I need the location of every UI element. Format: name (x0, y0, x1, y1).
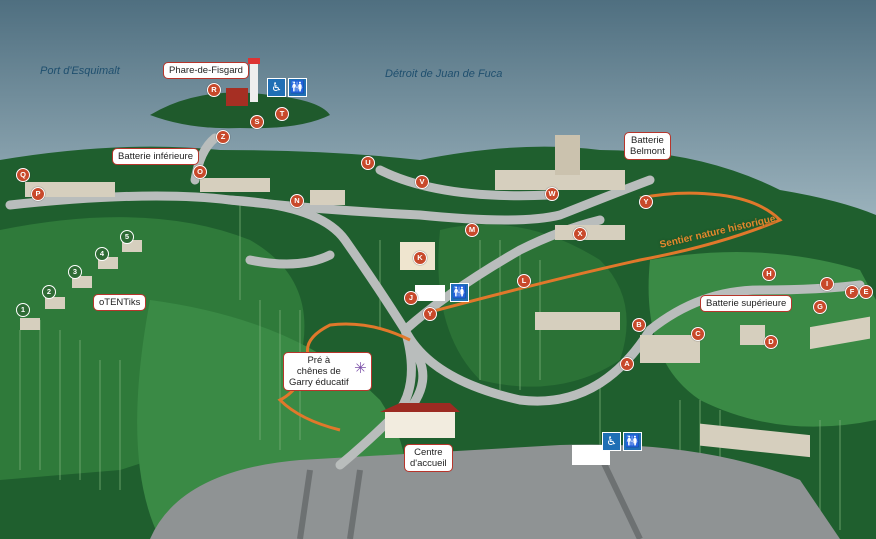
washroom-icon: 🚻 (288, 78, 307, 97)
marker-i[interactable]: I (820, 277, 834, 291)
marker-f[interactable]: F (845, 285, 859, 299)
marker-y-lower[interactable]: Y (423, 307, 437, 321)
marker-k[interactable]: K (413, 251, 427, 265)
callout-batterie-inferieure[interactable]: Batterie inférieure (112, 148, 199, 165)
marker-z[interactable]: Z (216, 130, 230, 144)
flower-icon: ✳ (354, 360, 367, 377)
tent-4[interactable]: 4 (95, 247, 109, 261)
marker-g[interactable]: G (813, 300, 827, 314)
water-label-strait: Détroit de Juan de Fuca (385, 68, 503, 80)
tent-5[interactable]: 5 (120, 230, 134, 244)
marker-u[interactable]: U (361, 156, 375, 170)
marker-q[interactable]: Q (16, 168, 30, 182)
marker-h[interactable]: H (762, 267, 776, 281)
marker-n[interactable]: N (290, 194, 304, 208)
buildings (20, 58, 870, 465)
water-label-port: Port d'Esquimalt (40, 65, 120, 77)
marker-v[interactable]: V (415, 175, 429, 189)
marker-a[interactable]: A (620, 357, 634, 371)
marker-t[interactable]: T (275, 107, 289, 121)
tent-2[interactable]: 2 (42, 285, 56, 299)
marker-l[interactable]: L (517, 274, 531, 288)
callout-batterie-superieure[interactable]: Batterie supérieure (700, 295, 793, 312)
parking-lanes (297, 453, 643, 539)
callout-phare[interactable]: Phare-de-Fisgard (163, 62, 249, 79)
marker-c[interactable]: C (691, 327, 705, 341)
marker-y-upper[interactable]: Y (639, 195, 653, 209)
marker-d[interactable]: D (764, 335, 778, 349)
parking-lot (150, 444, 840, 539)
callout-pre-text: Pré à chênes de Garry éducatif (289, 355, 349, 388)
tent-3[interactable]: 3 (68, 265, 82, 279)
callout-batterie-belmont[interactable]: Batterie Belmont (624, 132, 671, 160)
tent-1[interactable]: 1 (16, 303, 30, 317)
marker-o[interactable]: O (193, 165, 207, 179)
accessible-icon: ♿ (602, 432, 621, 451)
marker-r[interactable]: R (207, 83, 221, 97)
marker-m[interactable]: M (465, 223, 479, 237)
marker-b[interactable]: B (632, 318, 646, 332)
marker-e[interactable]: E (859, 285, 873, 299)
callout-centre[interactable]: Centre d'accueil (404, 444, 453, 472)
washroom-icon: 🚻 (623, 432, 642, 451)
marker-x[interactable]: X (573, 227, 587, 241)
marker-p[interactable]: P (31, 187, 45, 201)
marker-w[interactable]: W (545, 187, 559, 201)
washroom-icon: 🚻 (450, 283, 469, 302)
callout-pre[interactable]: Pré à chênes de Garry éducatif ✳ (283, 352, 372, 391)
callout-otentiks[interactable]: oTENTiks (93, 294, 147, 311)
accessible-icon: ♿ (267, 78, 286, 97)
marker-s[interactable]: S (250, 115, 264, 129)
forest-center (438, 224, 627, 387)
marker-j[interactable]: J (404, 291, 418, 305)
